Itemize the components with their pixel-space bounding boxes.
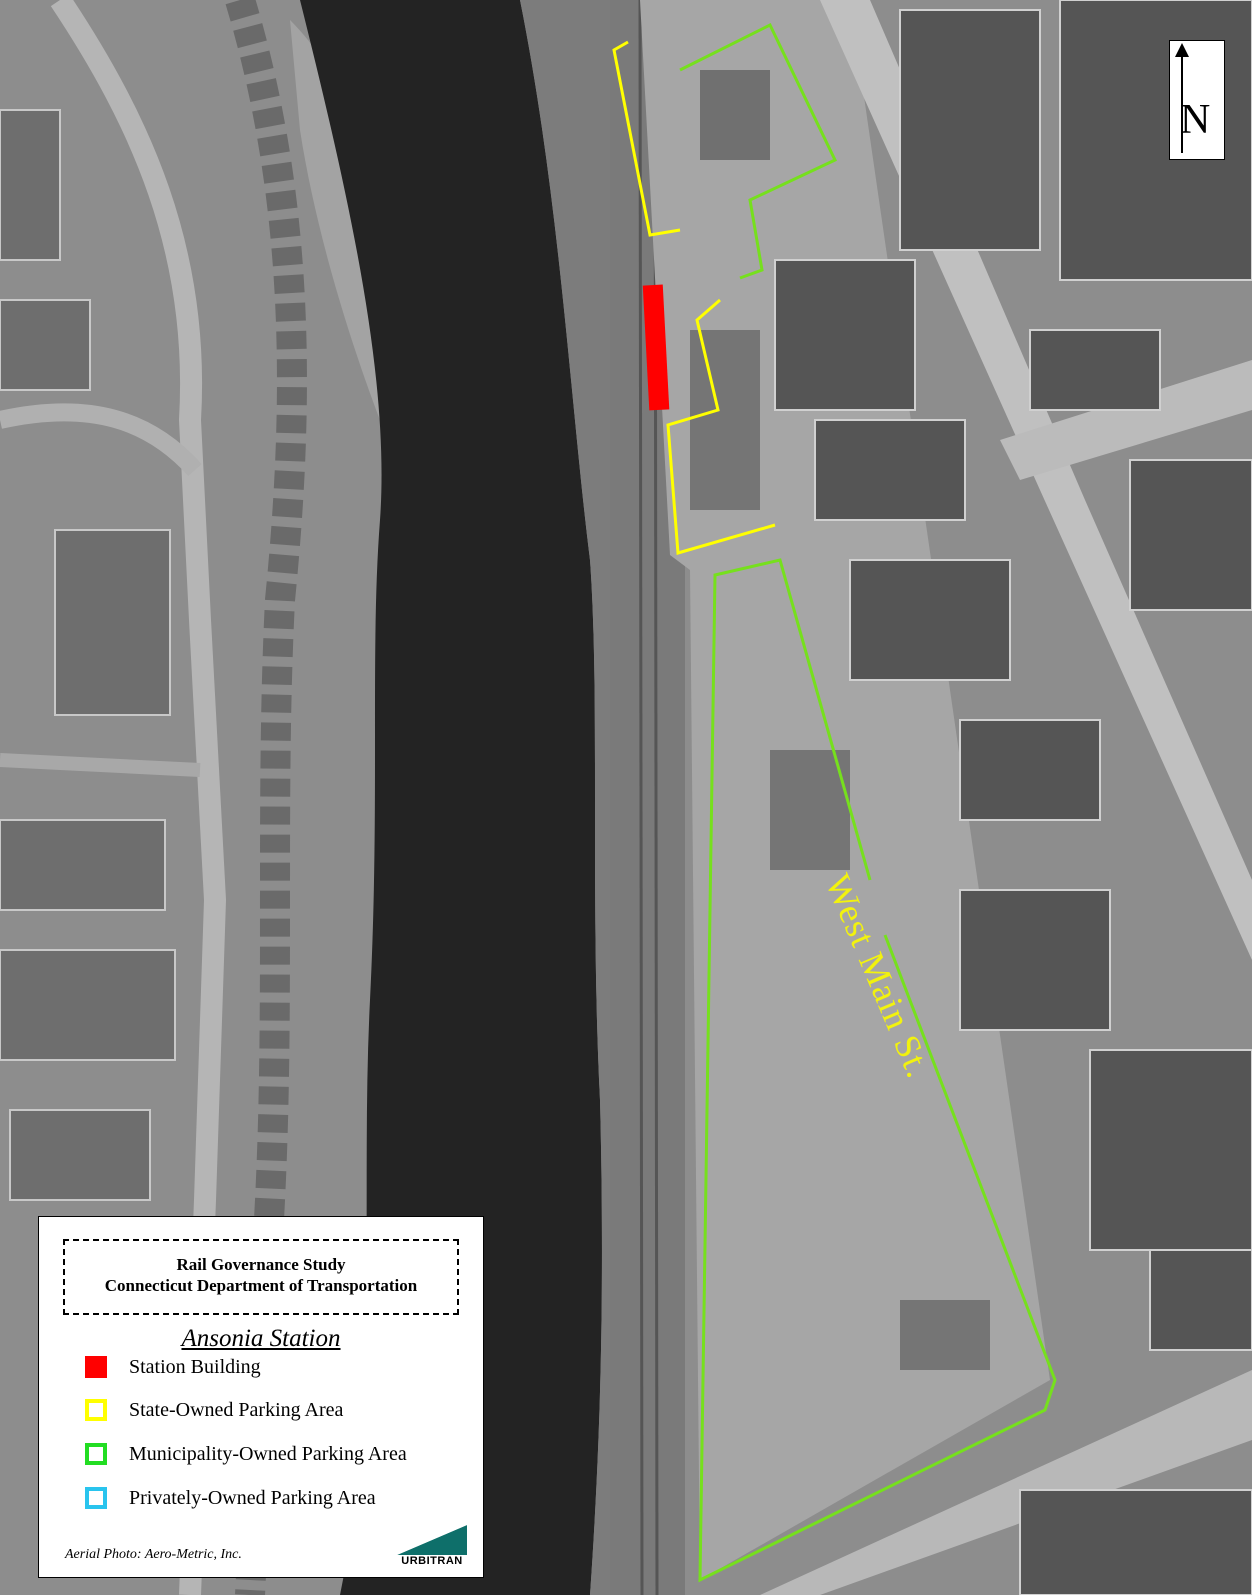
legend-item-label: Privately-Owned Parking Area (129, 1486, 376, 1509)
legend-item-private-parking: Privately-Owned Parking Area (85, 1483, 376, 1513)
private-parking-swatch-icon (85, 1487, 107, 1509)
legend-item-label: Station Building (129, 1355, 261, 1378)
map-legend: Rail Governance Study Connecticut Depart… (38, 1216, 484, 1578)
north-arrow-head-icon (1175, 43, 1189, 57)
state-parking-south-outline[interactable] (666, 298, 776, 555)
municipal-parking-swatch-icon (85, 1443, 107, 1465)
station-building-marker[interactable] (642, 284, 670, 411)
north-label: N (1180, 97, 1211, 143)
legend-title-line2: Connecticut Department of Transportation (104, 1276, 418, 1295)
legend-title-box: Rail Governance Study Connecticut Depart… (63, 1239, 459, 1315)
legend-item-municipal-parking: Municipality-Owned Parking Area (85, 1439, 407, 1469)
legend-title-line1: Rail Governance Study (176, 1255, 346, 1274)
north-arrow-box: N (1169, 40, 1225, 160)
municipal-parking-north-outline[interactable] (679, 22, 838, 280)
urbitran-logo-icon (397, 1525, 467, 1555)
municipal-parking-south-outline[interactable] (698, 558, 1057, 1583)
legend-heading: Ansonia Station (181, 1325, 341, 1352)
legend-item-state-parking: State-Owned Parking Area (85, 1395, 343, 1425)
state-parking-north-outline[interactable] (612, 40, 681, 237)
legend-item-station-building: Station Building (85, 1352, 261, 1382)
photo-credit: Aerial Photo: Aero-Metric, Inc. (65, 1547, 242, 1562)
legend-item-label: Municipality-Owned Parking Area (129, 1442, 407, 1465)
urbitran-logo-text: URBITRAN (401, 1555, 463, 1567)
legend-item-label: State-Owned Parking Area (129, 1398, 344, 1421)
north-arrow-icon (1181, 51, 1183, 153)
station-building-swatch-icon (85, 1356, 107, 1378)
urbitran-logo: URBITRAN (397, 1525, 467, 1569)
state-parking-swatch-icon (85, 1399, 107, 1421)
